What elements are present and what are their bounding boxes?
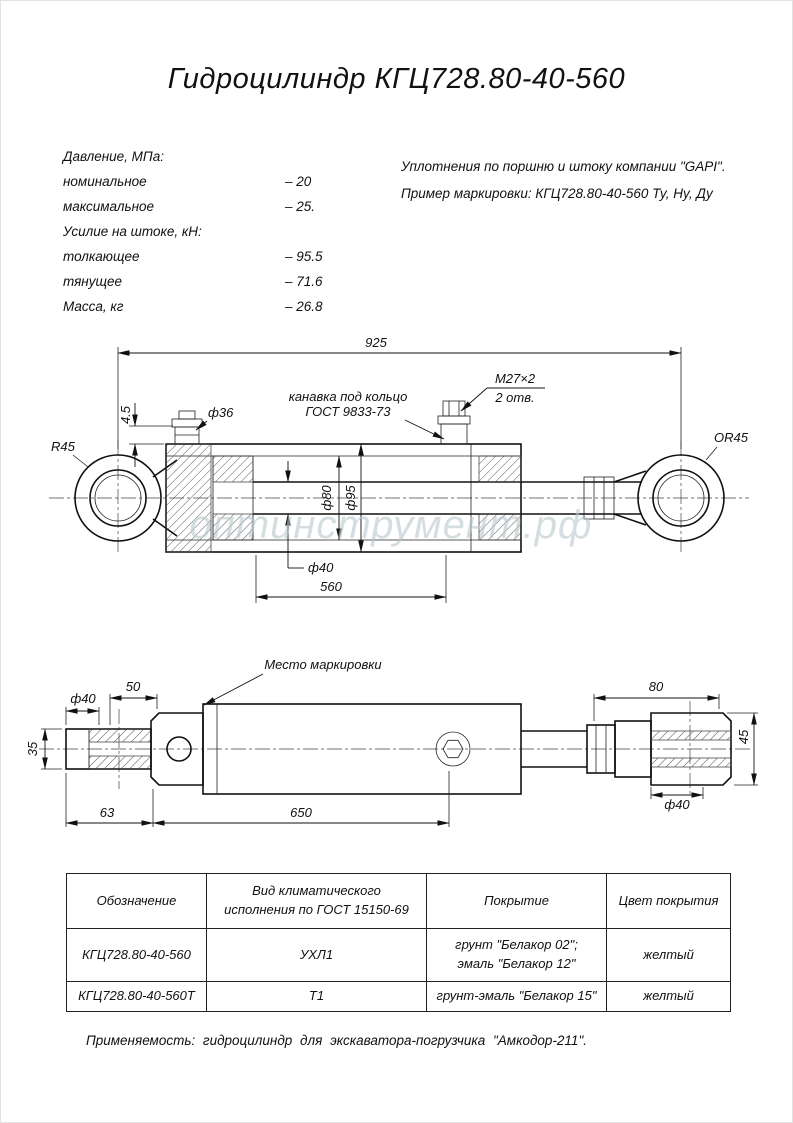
dim-pin-left-label: ф40 [70, 691, 96, 706]
dim-650: 650 [152, 771, 450, 827]
spec-value: – 26.8 [285, 299, 323, 314]
port-dia-label: ф36 [208, 405, 234, 420]
spec-row: Давление, МПа: [63, 149, 383, 174]
col-header-climate: Вид климатического исполнения по ГОСТ 15… [206, 873, 427, 929]
dim-650-label: 650 [290, 805, 312, 820]
dim-stroke-label: 560 [320, 579, 342, 594]
marking-place-note: Место маркировки [203, 657, 382, 706]
spec-label: Усилие на штоке, кН: [63, 224, 202, 239]
dim-stroke: 560 [255, 555, 447, 603]
thread-holes-label: 2 отв. [494, 390, 534, 405]
table-row: КГЦ728.80-40-560Т Т1 грунт-эмаль "Белако… [66, 981, 731, 1012]
application-note: Применяемость: гидроцилиндр для экскават… [86, 1033, 587, 1048]
spec-label: Масса, кг [63, 299, 124, 314]
marking-place-label: Место маркировки [264, 657, 381, 672]
cell-designation: КГЦ728.80-40-560Т [66, 981, 207, 1012]
dim-63: 63 [65, 773, 154, 827]
main-section-drawing: 925 560 ф80 ф95 ф40 4.5 ф [1, 331, 792, 641]
thread-label: M27×2 [495, 371, 536, 386]
spec-label: тянущее [63, 274, 122, 289]
cell-color: желтый [606, 928, 731, 982]
spec-row: номинальное – 20 [63, 174, 383, 199]
col-header-designation: Обозначение [66, 873, 207, 929]
dim-63-label: 63 [100, 805, 115, 820]
spec-label: Давление, МПа: [63, 149, 164, 164]
table-row: КГЦ728.80-40-560 УХЛ1 грунт "Белакор 02"… [66, 928, 731, 982]
dim-35-label: 35 [25, 741, 40, 756]
right-eye [613, 454, 725, 542]
cylinder-barrel [165, 443, 522, 553]
dim-wall-label: 4.5 [118, 405, 133, 424]
dim-bore-label: ф80 [319, 485, 334, 511]
left-eye [74, 454, 178, 542]
left-port-fitting [171, 410, 203, 445]
cylinder-body [202, 703, 522, 795]
dim-wall: 4.5 [118, 403, 173, 467]
dim-80-label: 80 [649, 679, 664, 694]
cell-coating: грунт-эмаль "Белакор 15" [426, 981, 607, 1012]
col-header-coating: Покрытие [426, 873, 607, 929]
right-radius-label: OR45 [714, 430, 749, 445]
cell-climate: Т1 [206, 981, 427, 1012]
side-view-drawing: Место маркировки ф40 50 35 63 [1, 651, 792, 851]
spec-value: – 71.6 [285, 274, 323, 289]
dim-outer-label: ф95 [343, 485, 358, 511]
dim-pin-right-label: ф40 [664, 797, 690, 812]
dim-45: 45 [727, 712, 758, 786]
piston [212, 455, 254, 541]
spec-value: – 20 [285, 174, 312, 189]
spec-value: – 95.5 [285, 249, 323, 264]
specs-block: Давление, МПа: номинальное – 20 максимал… [63, 149, 383, 324]
dim-50: 50 [109, 679, 158, 725]
spec-row: Усилие на штоке, кН: [63, 224, 383, 249]
spec-label: максимальное [63, 199, 155, 214]
dim-45-label: 45 [736, 729, 751, 744]
cell-designation: КГЦ728.80-40-560 [66, 928, 207, 982]
piston-rod [253, 476, 642, 520]
notes-block: Уплотнения по поршню и штоку компании "G… [401, 153, 781, 207]
dim-overall: 925 [117, 335, 682, 449]
groove-note: канавка под кольцо ГОСТ 9833-73 [289, 389, 445, 440]
rod-gland [478, 455, 522, 541]
spec-row: Масса, кг – 26.8 [63, 299, 383, 324]
spec-table: Обозначение Вид климатического исполнени… [66, 873, 731, 1012]
spec-label: номинальное [63, 174, 147, 189]
groove-note-line1: канавка под кольцо [289, 389, 408, 404]
spec-value: – 25. [285, 199, 316, 214]
cell-coating: грунт "Белакор 02"; эмаль "Белакор 12" [426, 928, 607, 982]
dim-pin-right: ф40 [650, 787, 704, 812]
table-header-row: Обозначение Вид климатического исполнени… [66, 873, 731, 929]
dim-rod-label: ф40 [308, 560, 334, 575]
right-eye-side [614, 712, 732, 786]
thread-note: M27×2 2 отв. [460, 371, 545, 412]
spec-row: толкающее – 95.5 [63, 249, 383, 274]
col-header-color: Цвет покрытия [606, 873, 731, 929]
cell-climate: УХЛ1 [206, 928, 427, 982]
watermark: оптинструмент.рф [190, 503, 593, 547]
cell-color: желтый [606, 981, 731, 1012]
dim-35: 35 [25, 728, 62, 770]
dim-rod: ф40 [285, 461, 334, 575]
spec-label: толкающее [63, 249, 140, 264]
dim-pin-left: ф40 [65, 691, 100, 725]
spec-row: тянущее – 71.6 [63, 274, 383, 299]
page-title: Гидроцилиндр КГЦ728.80-40-560 [167, 63, 626, 95]
marking-example-note: Пример маркировки: КГЦ728.80-40-560 Ту, … [401, 186, 713, 201]
dim-80: 80 [593, 679, 720, 721]
spec-row: максимальное – 25. [63, 199, 383, 224]
groove-note-line2: ГОСТ 9833-73 [306, 404, 392, 419]
seal-note: Уплотнения по поршню и штоку компании "G… [401, 159, 726, 174]
left-radius-label: R45 [51, 439, 76, 454]
dim-50-label: 50 [126, 679, 141, 694]
dim-overall-label: 925 [365, 335, 387, 350]
